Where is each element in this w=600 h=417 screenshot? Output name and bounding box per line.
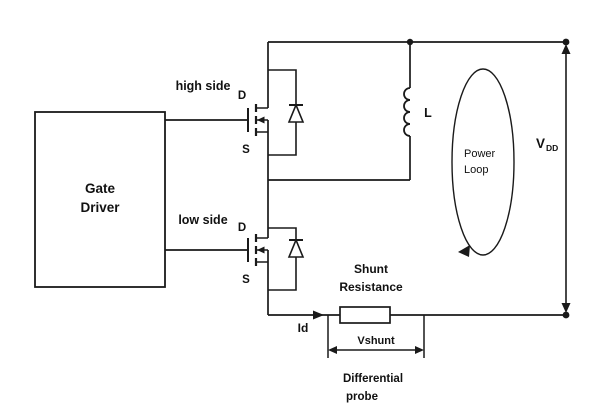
power-loop-arrowhead [458, 245, 470, 257]
vshunt-label: Vshunt [357, 335, 395, 347]
junction-dot-inductor-top [406, 38, 414, 46]
junction-dot-top-right [562, 38, 570, 46]
low-side-mosfet [247, 234, 268, 266]
vdd-arrowhead-bottom [561, 303, 571, 313]
switch-node-wire [267, 120, 410, 238]
shunt-label-line1: Shunt [354, 262, 388, 276]
high-side-body-diode [268, 69, 305, 156]
gate-wires [165, 119, 248, 251]
shunt-label-line2: Resistance [339, 280, 403, 294]
id-current-label: Id [298, 321, 309, 335]
low-side-body-diode [268, 227, 305, 291]
shunt-resistor [339, 306, 391, 324]
gate-driver-label-line1: Gate [85, 181, 116, 196]
high-side-mosfet [247, 104, 268, 136]
inductor-label: L [424, 106, 432, 120]
vshunt-arrowhead-left [328, 346, 337, 354]
vshunt-probe-ticks [327, 315, 425, 358]
high-side-label: high side [176, 79, 231, 93]
differential-probe-label-line1: Differential [343, 373, 403, 385]
vshunt-arrowhead-right [415, 346, 424, 354]
low-side-drain-label: D [238, 222, 246, 234]
gate-driver-box [34, 111, 166, 288]
vdd-label-subscript: DD [546, 143, 558, 153]
gate-driver-label-line2: Driver [80, 200, 120, 215]
power-loop-label-line2: Loop [464, 164, 488, 176]
high-side-source-label: S [242, 144, 250, 156]
power-loop-ellipse [451, 68, 515, 256]
junction-dot-bottom-right [562, 311, 570, 319]
low-side-source-label: S [242, 274, 250, 286]
differential-probe-label-line2: probe [346, 391, 378, 403]
vdd-label: V [536, 136, 545, 151]
vdd-arrowhead-top [561, 44, 571, 54]
power-loop-label-line1: Power [464, 148, 496, 160]
inductor-coil [403, 87, 411, 137]
high-side-drain-label: D [238, 90, 246, 102]
low-side-label: low side [178, 213, 227, 227]
id-current-arrowhead [313, 310, 324, 320]
